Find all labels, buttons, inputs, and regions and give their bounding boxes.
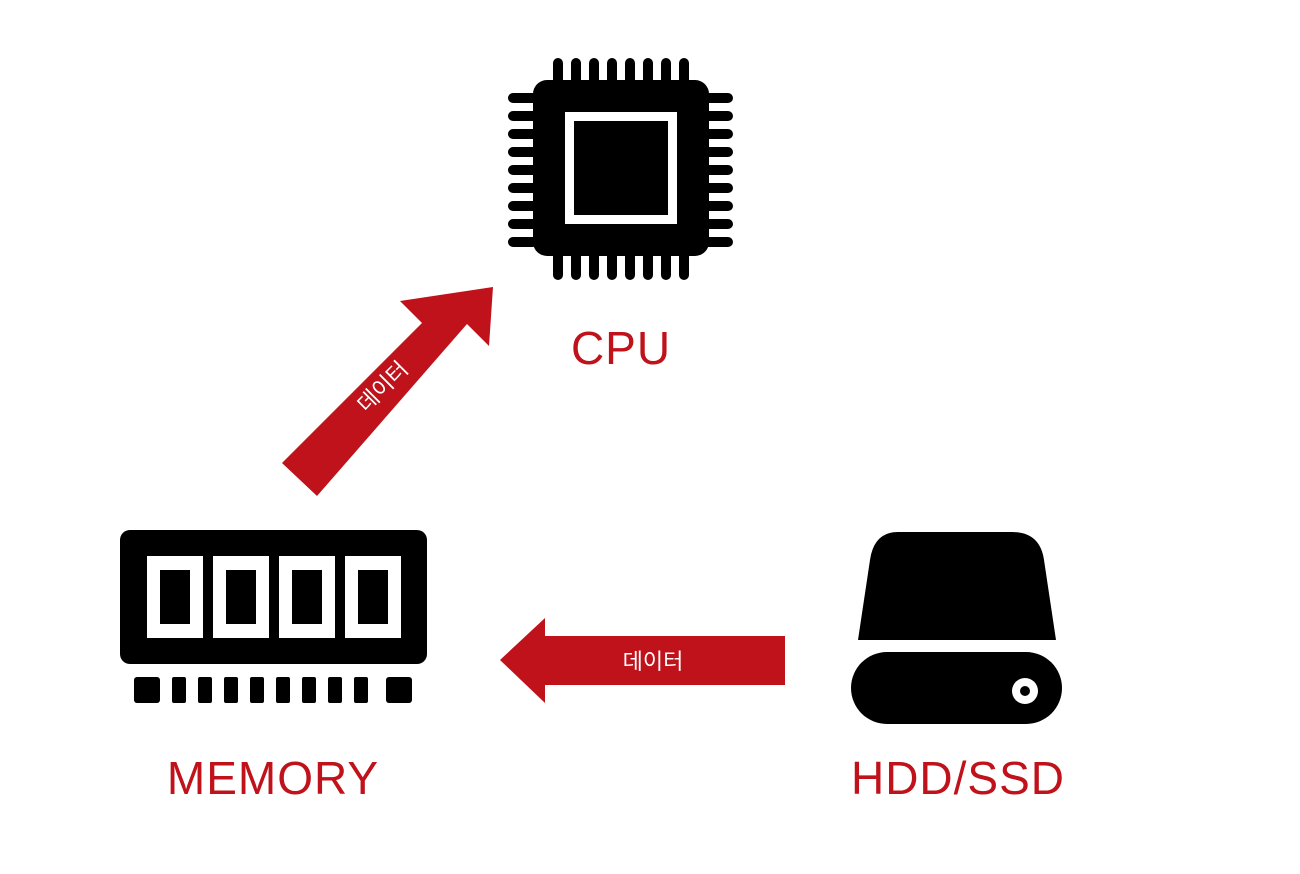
cpu-node: CPU <box>508 58 733 374</box>
cpu-label: CPU <box>571 322 671 374</box>
arrow-memory-to-cpu: 데이터 <box>282 287 493 496</box>
storage-label: HDD/SSD <box>851 752 1065 804</box>
ram-module-icon <box>120 530 427 703</box>
memory-node: MEMORY <box>120 530 427 804</box>
storage-node: HDD/SSD <box>851 532 1065 804</box>
cpu-chip-icon <box>508 58 733 280</box>
arrow-label-storage-to-memory: 데이터 <box>623 650 684 675</box>
hard-drive-icon <box>851 532 1062 724</box>
arrow-shape <box>500 618 785 703</box>
memory-label: MEMORY <box>167 752 379 804</box>
arrow-shape <box>282 287 493 496</box>
arrow-storage-to-memory: 데이터 <box>500 618 785 703</box>
